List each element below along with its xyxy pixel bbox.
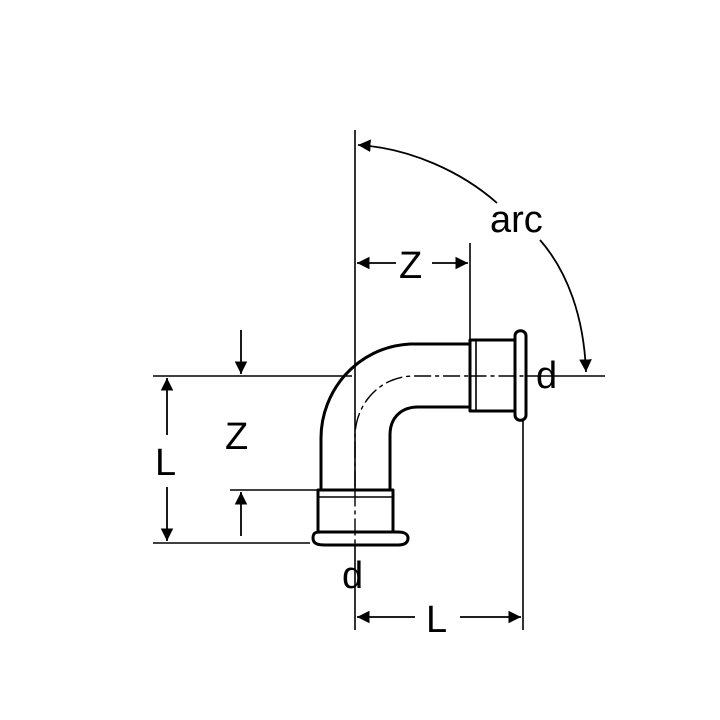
- z-horizontal-label: Z: [399, 245, 422, 287]
- bottom-socket-bead: [311, 530, 410, 547]
- l-horizontal-label: L: [426, 599, 447, 641]
- dimension-lines: [160, 139, 592, 624]
- d-right-label: d: [536, 355, 557, 397]
- elbow-inner-wall: [388, 405, 472, 492]
- d-bottom-label: d: [342, 555, 363, 597]
- arc-dimension-curve-top: [357, 139, 498, 204]
- z-vertical-label: Z: [225, 416, 248, 458]
- dimension-labels: arc Z Z L L d d: [155, 199, 557, 641]
- elbow-centerline: [354, 375, 526, 546]
- elbow-fitting: [311, 329, 528, 549]
- arc-label: arc: [490, 199, 543, 241]
- elbow-outer-wall: [319, 342, 472, 492]
- arc-dimension-curve-bottom: [539, 239, 592, 373]
- l-vertical-label: L: [155, 442, 176, 484]
